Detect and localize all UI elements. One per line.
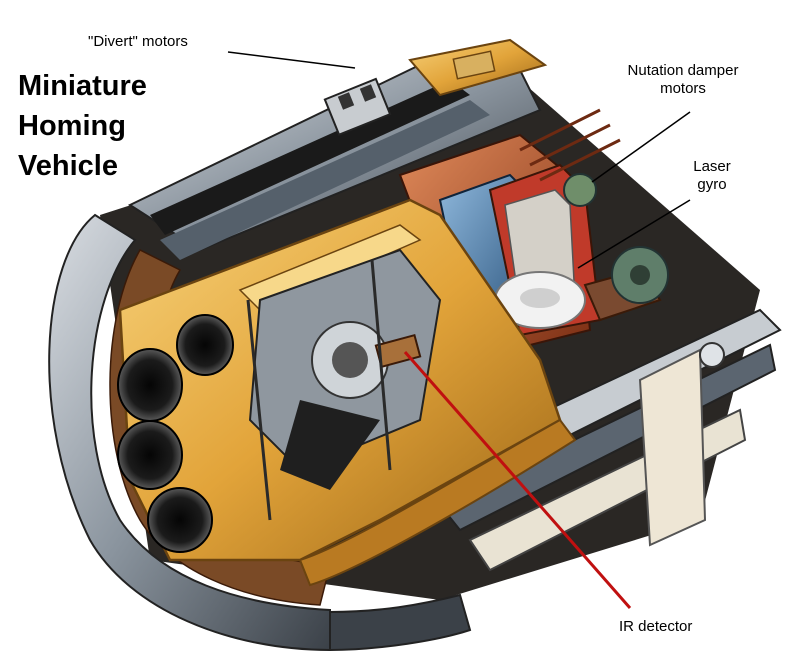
leader-nutation — [591, 111, 691, 183]
outer-shell-ring — [48, 213, 472, 652]
title-line-1: Miniature — [18, 70, 147, 102]
title-line-3: Vehicle — [18, 150, 118, 182]
leader-laser — [577, 199, 691, 269]
callout-nutation-damper-motors: Nutation damper motors — [608, 62, 758, 98]
front-nozzles — [117, 314, 234, 553]
leader-divert — [227, 51, 356, 69]
callout-nutation-line-1: Nutation damper — [627, 62, 739, 79]
top-rail-assembly — [127, 58, 542, 260]
leader-lines — [227, 51, 691, 609]
title-line-2: Homing — [18, 110, 126, 142]
callout-divert-motors: "Divert" motors — [88, 33, 188, 50]
central-mechanism — [246, 248, 442, 521]
leader-ir — [403, 351, 632, 609]
callout-laser-line-1: Laser — [693, 158, 731, 175]
callout-laser-line-2: gyro — [697, 176, 727, 193]
divert-motor-top — [408, 38, 548, 97]
callout-nutation-line-2: motors — [660, 80, 706, 97]
nutation-gear — [563, 173, 669, 304]
callout-laser-gyro: Laser gyro — [672, 158, 752, 194]
callout-ir-detector: IR detector — [619, 618, 693, 635]
